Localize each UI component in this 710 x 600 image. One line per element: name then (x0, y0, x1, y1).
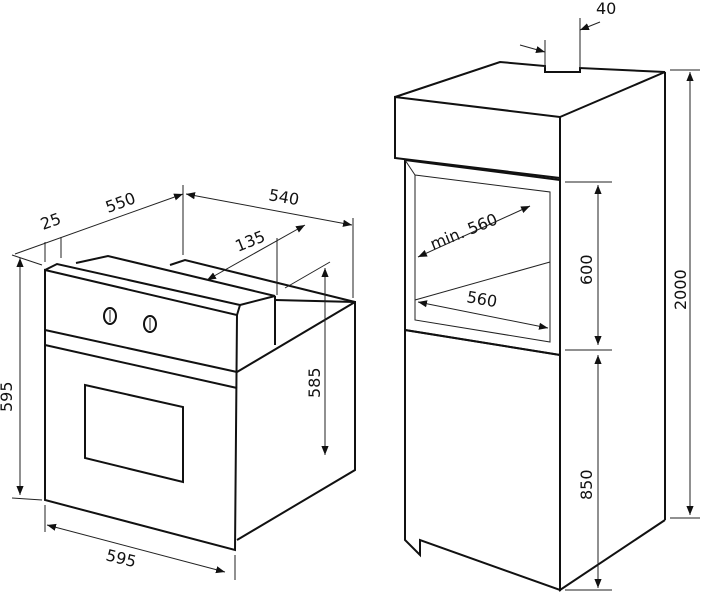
dim-560 (417, 300, 549, 330)
knob-icon (143, 315, 157, 333)
dim-550 (14, 193, 184, 255)
oven-body-side (236, 299, 356, 541)
dim-595-width (46, 523, 226, 574)
cabinet-front-right-edge (559, 117, 666, 592)
knob-icon (103, 307, 117, 325)
oven-front-face (44, 268, 239, 552)
label-40: 40 (596, 0, 616, 18)
oven-drawing: 595 595 550 25 540 135 585 (0, 185, 356, 580)
dim-40 (519, 44, 546, 54)
label-135: 135 (232, 227, 267, 256)
control-panel-line (44, 329, 238, 373)
cabinet-base (404, 328, 561, 592)
door-window (84, 383, 184, 484)
dim-min-560 (417, 205, 531, 258)
oven-body-top (169, 258, 356, 303)
dim-135 (206, 224, 306, 281)
cabinet-drawing: 40 min. 560 560 600 850 2000 (394, 0, 700, 592)
label-25: 25 (38, 209, 64, 234)
oven-body-side-top (236, 301, 356, 373)
label-595-height: 595 (0, 381, 16, 412)
dim-540 (185, 192, 353, 227)
control-box-top (75, 254, 276, 306)
label-600: 600 (577, 254, 596, 285)
cabinet-top (394, 60, 666, 118)
label-560: 560 (465, 287, 498, 311)
label-min-560: min. 560 (427, 210, 500, 254)
door-top-line (44, 344, 238, 389)
oven-front-top-edge (44, 262, 242, 316)
label-850: 850 (577, 469, 596, 500)
niche-inner (414, 174, 551, 343)
label-595-width: 595 (104, 545, 138, 571)
label-540: 540 (267, 185, 300, 209)
cabinet-top-box-front (394, 95, 561, 180)
label-550: 550 (103, 188, 138, 216)
label-585: 585 (305, 367, 324, 398)
label-2000: 2000 (671, 269, 690, 310)
